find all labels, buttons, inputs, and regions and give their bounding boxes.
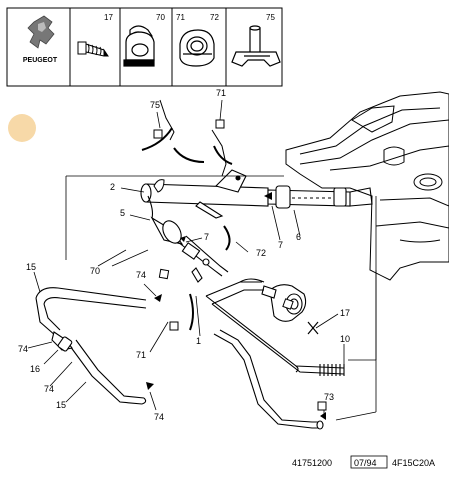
hose-joint-5 bbox=[147, 195, 184, 245]
filler-neck bbox=[239, 278, 307, 322]
arrow-markers bbox=[146, 192, 326, 420]
footer-date-box bbox=[350, 455, 388, 469]
callout-1: 1 bbox=[196, 336, 201, 346]
callout-74-d: 74 bbox=[154, 412, 164, 422]
legend-part-17: 17 bbox=[104, 13, 113, 22]
leader-lines bbox=[27, 99, 377, 421]
legend-frame bbox=[6, 7, 283, 87]
rear-clips bbox=[153, 99, 227, 193]
callout-2: 2 bbox=[110, 182, 115, 192]
fuel-tank bbox=[285, 91, 449, 281]
callout-15-top: 15 bbox=[26, 262, 36, 272]
callout-71-bot: 71 bbox=[136, 350, 146, 360]
callout-75: 75 bbox=[150, 100, 160, 110]
callout-74-b: 74 bbox=[18, 344, 28, 354]
footer-code: 4F15C20A bbox=[392, 458, 435, 468]
curved-clamps bbox=[141, 127, 233, 331]
callout-71-top: 71 bbox=[216, 88, 226, 98]
highlight-marker bbox=[8, 114, 36, 142]
callout-5: 5 bbox=[120, 208, 125, 218]
filler-pipe-2 bbox=[140, 169, 269, 219]
footer: 41751200 07/94 4F15C20A bbox=[292, 455, 435, 469]
callout-74-c: 74 bbox=[44, 384, 54, 394]
lower-pipe-73 bbox=[213, 329, 324, 430]
legend-part-72: 72 bbox=[210, 13, 219, 22]
legend-part-75: 75 bbox=[266, 13, 275, 22]
callout-72: 72 bbox=[256, 248, 266, 258]
clip-markers bbox=[153, 119, 327, 411]
bolt-17-icon bbox=[77, 41, 109, 57]
bracket-75-icon bbox=[231, 25, 281, 67]
callout-7-a: 7 bbox=[204, 232, 209, 242]
callout-70: 70 bbox=[90, 266, 100, 276]
clip-71-72-icon bbox=[179, 29, 215, 67]
callout-17: 17 bbox=[340, 308, 350, 318]
peugeot-lion-logo bbox=[27, 15, 55, 49]
cross-marker bbox=[307, 321, 319, 335]
callout-16: 16 bbox=[30, 364, 40, 374]
tank-hose-6 bbox=[267, 185, 373, 209]
legend-part-71: 71 bbox=[176, 13, 185, 22]
hose-10 bbox=[205, 281, 345, 376]
callout-labels: 75 71 2 5 7 72 7 6 70 74 15 71 1 17 10 7… bbox=[18, 88, 350, 422]
callout-7-b: 7 bbox=[278, 240, 283, 250]
parts-legend bbox=[6, 7, 283, 87]
footer-ref: 41751200 bbox=[292, 458, 332, 468]
vent-pipe bbox=[177, 235, 229, 283]
clip-70-icon bbox=[123, 25, 155, 67]
connector-16 bbox=[51, 331, 73, 352]
hose-15 bbox=[35, 287, 147, 405]
footer-date: 07/94 bbox=[354, 458, 377, 468]
brand-label: PEUGEOT bbox=[23, 57, 58, 64]
legend-part-70: 70 bbox=[156, 13, 165, 22]
callout-10: 10 bbox=[340, 334, 350, 344]
callout-6: 6 bbox=[296, 232, 301, 242]
callout-73: 73 bbox=[324, 392, 334, 402]
callout-15-bot: 15 bbox=[56, 400, 66, 410]
callout-74-a: 74 bbox=[136, 270, 146, 280]
